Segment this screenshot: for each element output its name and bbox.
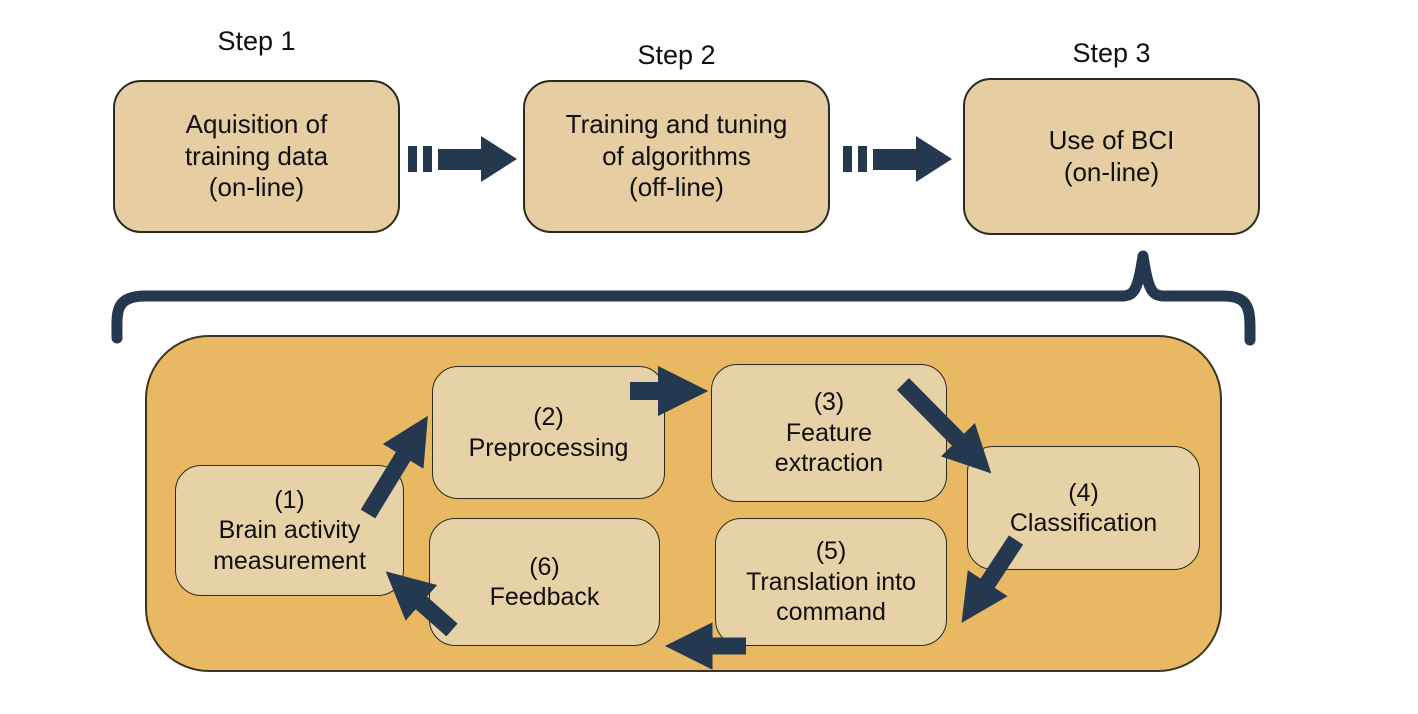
stage-box-brain-activity-measurement: (1) Brain activity measurement <box>175 465 404 596</box>
step1-box-acquisition: Aquisition of training data (on-line) <box>113 80 400 233</box>
stage-box-preprocessing: (2) Preprocessing <box>432 366 665 499</box>
curly-brace-icon <box>111 250 1256 346</box>
stage-box-translation-into-command: (5) Translation into command <box>715 518 947 646</box>
step3-box-use-of-bci: Use of BCI (on-line) <box>963 78 1260 235</box>
bci-use-cycle-container: (1) Brain activity measurement (2) Prepr… <box>145 335 1222 672</box>
step3-label: Step 3 <box>1072 38 1151 68</box>
stage-box-feature-extraction: (3) Feature extraction <box>711 364 947 502</box>
step2-label: Step 2 <box>637 40 716 70</box>
stage-box-classification: (4) Classification <box>967 446 1200 570</box>
step1-label: Step 1 <box>217 26 296 56</box>
striped-arrow-step2-to-step3-icon <box>843 136 952 182</box>
stage-box-feedback: (6) Feedback <box>429 518 660 646</box>
step2-box-training-tuning: Training and tuning of algorithms (off-l… <box>523 80 830 233</box>
striped-arrow-step1-to-step2-icon <box>408 136 517 182</box>
